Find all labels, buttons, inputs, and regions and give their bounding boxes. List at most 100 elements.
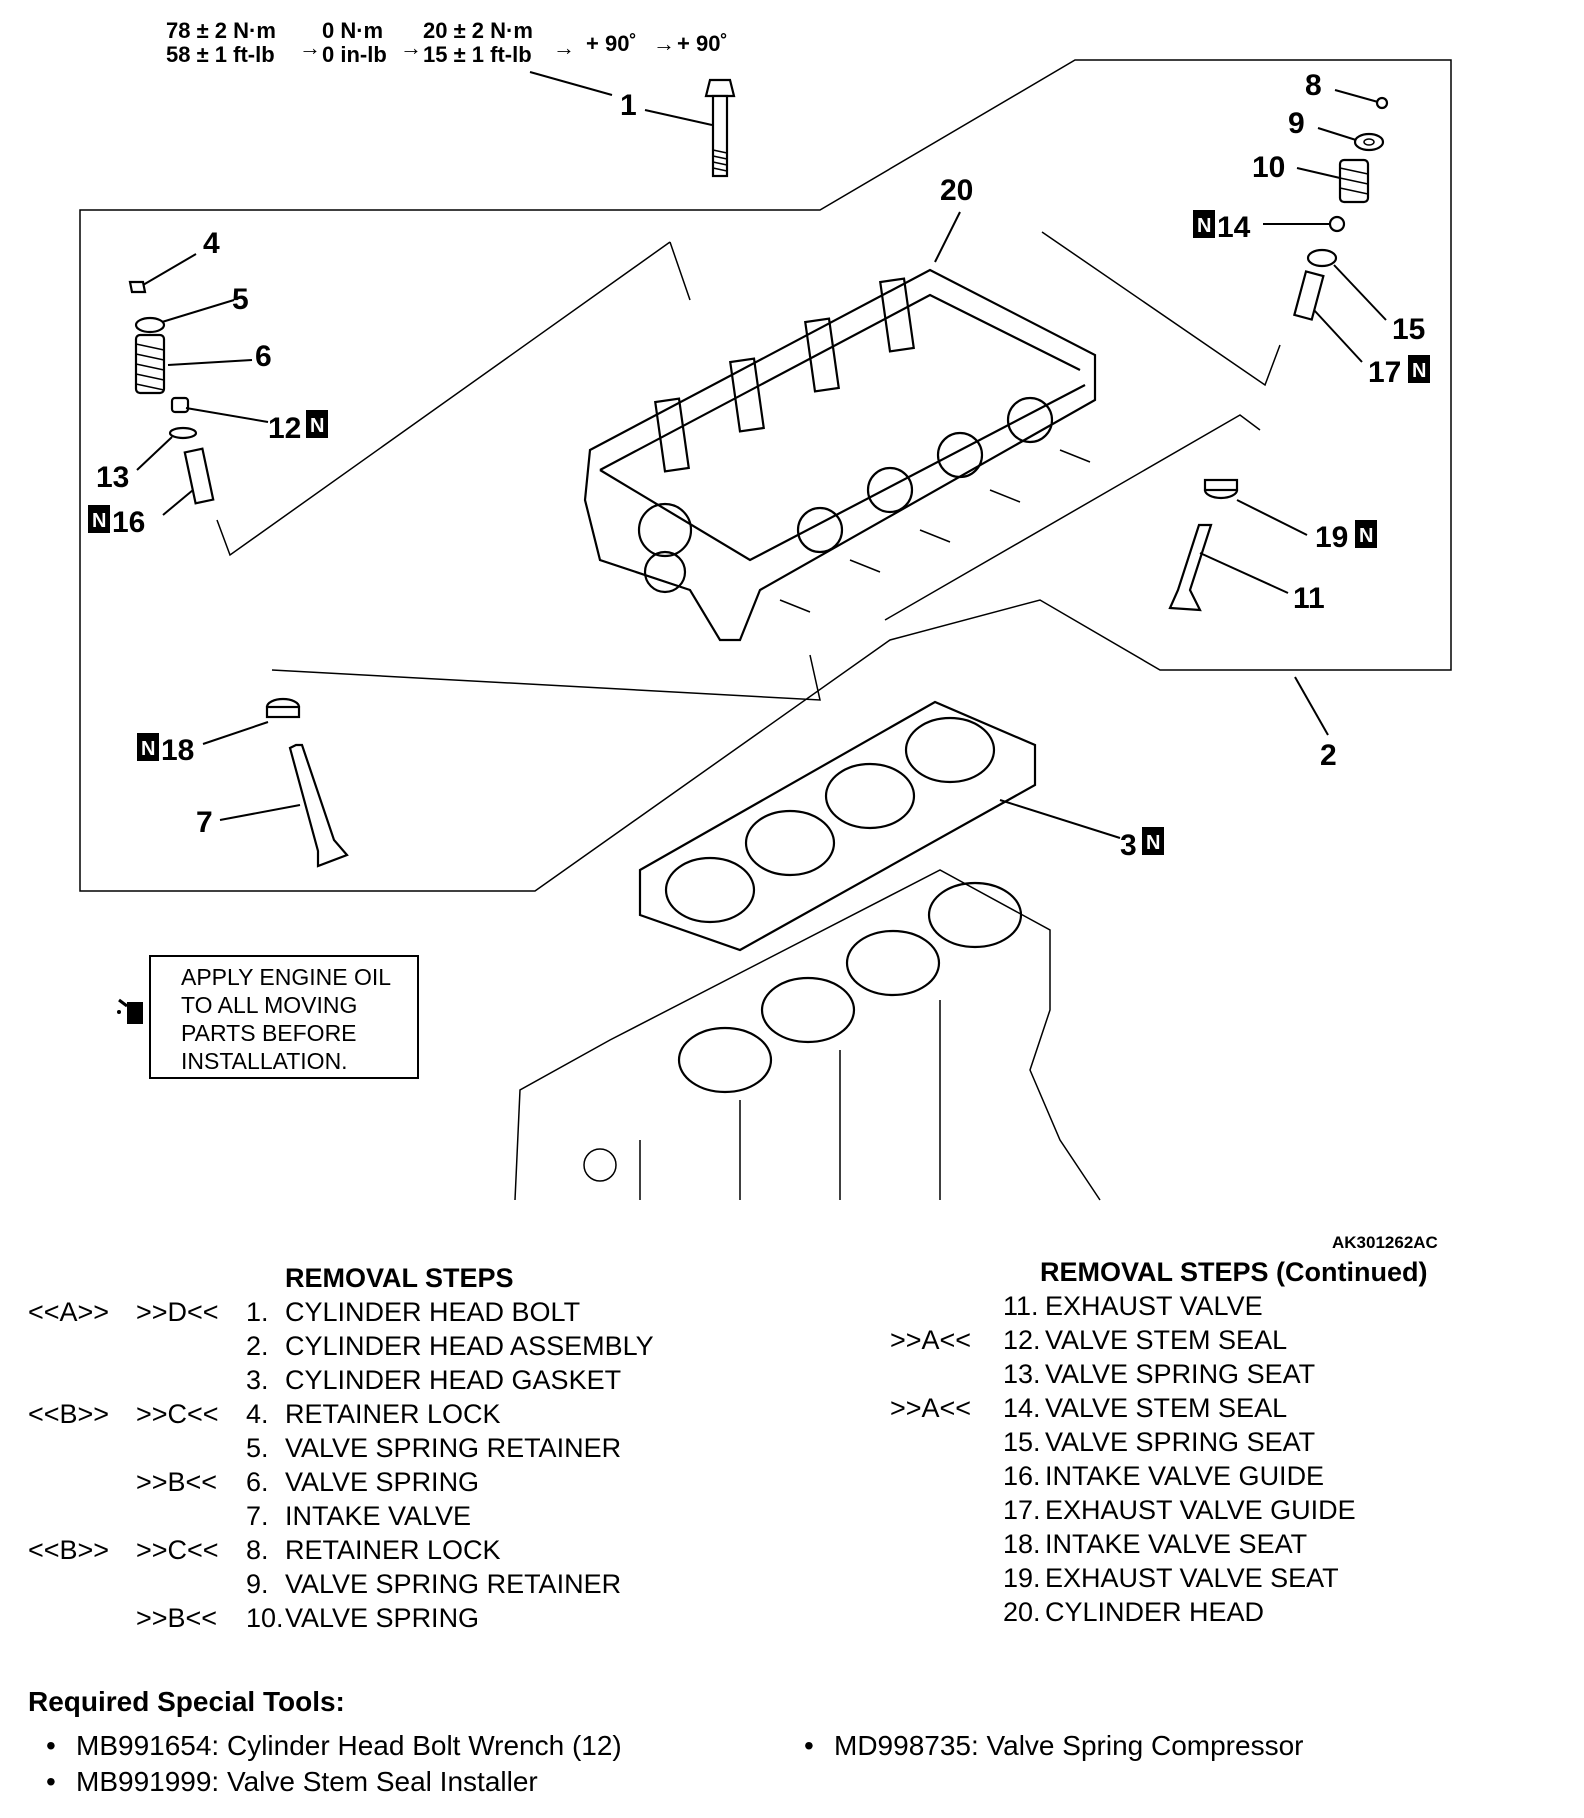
callout-10: 10 xyxy=(1252,151,1285,184)
installation-service-point: >>A<< xyxy=(890,1393,972,1423)
callout-6: 6 xyxy=(255,340,272,373)
step-number: 8. xyxy=(246,1535,269,1565)
note-line: TO ALL MOVING xyxy=(181,992,358,1018)
torque-step4: + 90˚ xyxy=(586,31,637,56)
step-name: CYLINDER HEAD ASSEMBLY xyxy=(285,1331,654,1361)
step-name: EXHAUST VALVE SEAT xyxy=(1045,1563,1339,1593)
group-frame-cylinder-head-assembly xyxy=(79,59,1452,892)
new-part-mark-text: N xyxy=(1412,360,1426,382)
special-tool-item: MD998735: Valve Spring Compressor xyxy=(804,1730,1304,1762)
special-tool-item: MB991654: Cylinder Head Bolt Wrench (12) xyxy=(46,1730,622,1762)
removal-step-row: 2.CYLINDER HEAD ASSEMBLY xyxy=(28,1331,654,1365)
torque-arrow: → xyxy=(299,35,321,60)
callout-14: 14 xyxy=(1217,211,1251,244)
step-number: 17. xyxy=(1003,1495,1041,1525)
new-part-mark xyxy=(1355,520,1377,548)
removal-step-row: 20.CYLINDER HEAD xyxy=(890,1597,1278,1631)
installation-service-point: >>A<< xyxy=(890,1325,972,1355)
step-name: VALVE STEM SEAL xyxy=(1045,1325,1288,1355)
step-number: 5. xyxy=(246,1433,269,1463)
installation-service-point: >>D<< xyxy=(136,1297,219,1327)
valve-spring-retainer-exhaust xyxy=(1353,132,1385,152)
removal-step-row: >>A<< 14.VALVE STEM SEAL xyxy=(890,1393,1287,1427)
figure-reference: AK301262AC xyxy=(1332,1233,1438,1252)
exploded-guide-line xyxy=(216,241,691,557)
valve-stem-seal-exhaust xyxy=(1328,215,1346,233)
callout-17: 17 xyxy=(1368,356,1401,389)
special-tools-title: Required Special Tools: xyxy=(28,1686,345,1717)
step-name: RETAINER LOCK xyxy=(285,1399,501,1429)
step-number: 1. xyxy=(246,1297,269,1327)
callout-12: 12 xyxy=(268,412,301,445)
torque-spec: 78 ± 2 N·m 58 ± 1 ft-lb → 0 N·m 0 in-lb … xyxy=(166,18,728,67)
removal-step-row: 5. VALVE SPRING RETAINER xyxy=(28,1433,621,1467)
step-number: 13. xyxy=(1003,1359,1041,1389)
oil-can-icon xyxy=(117,998,143,1024)
torque-step1-metric: 78 ± 2 N·m xyxy=(166,18,276,43)
installation-service-point: >>C<< xyxy=(136,1535,219,1565)
callout-11: 11 xyxy=(1293,582,1325,615)
valve-spring-retainer-intake xyxy=(134,316,166,334)
note-line: APPLY ENGINE OIL xyxy=(181,964,392,990)
step-number: 7. xyxy=(246,1501,269,1531)
removal-step-row: >>B<<10.VALVE SPRING xyxy=(28,1603,479,1637)
step-name: EXHAUST VALVE GUIDE xyxy=(1045,1495,1356,1525)
valve-spring-seat-intake xyxy=(168,426,198,440)
step-number: 16. xyxy=(1003,1461,1041,1491)
valve-stem-seal-intake xyxy=(170,396,190,414)
step-name: CYLINDER HEAD GASKET xyxy=(285,1365,622,1395)
exploded-guide-line xyxy=(1041,231,1281,387)
step-number: 6. xyxy=(246,1467,269,1497)
callout-7: 7 xyxy=(196,806,213,839)
removal-steps-title: REMOVAL STEPS xyxy=(285,1263,514,1293)
callout-4: 4 xyxy=(203,227,220,260)
callout-1: 1 xyxy=(620,89,637,122)
note-line: PARTS BEFORE xyxy=(181,1020,357,1046)
callout-16: 16 xyxy=(112,506,145,539)
step-number: 19. xyxy=(1003,1563,1041,1593)
step-number: 15. xyxy=(1003,1427,1041,1457)
step-number: 20. xyxy=(1003,1597,1041,1627)
callout-8: 8 xyxy=(1305,69,1322,102)
torque-step1-imperial: 58 ± 1 ft-lb xyxy=(166,42,275,67)
new-part-mark-text: N xyxy=(92,510,106,532)
callout-9: 9 xyxy=(1288,107,1305,140)
step-name: VALVE SPRING xyxy=(285,1603,480,1633)
valve-spring-exhaust xyxy=(1338,158,1370,204)
step-number: 4. xyxy=(246,1399,269,1429)
valve-spring-seat-exhaust xyxy=(1306,248,1338,268)
step-number: 11. xyxy=(1003,1291,1039,1321)
callout-19: 19 xyxy=(1315,521,1348,554)
leader-lines xyxy=(136,71,1387,839)
callout-15: 15 xyxy=(1392,313,1425,346)
installation-service-point: >>C<< xyxy=(136,1399,219,1429)
valve-spring-intake xyxy=(134,333,166,395)
torque-arrow: → xyxy=(653,31,675,56)
removal-step-row: 9.VALVE SPRING RETAINER xyxy=(28,1569,621,1603)
removal-step-row: 19.EXHAUST VALVE SEAT xyxy=(890,1563,1339,1597)
torque-arrow: → xyxy=(400,35,422,60)
removal-step-row: <<B>> >>C<< 4. RETAINER LOCK xyxy=(28,1399,501,1433)
cylinder-head-bolt xyxy=(704,78,736,178)
new-part-mark xyxy=(1193,210,1215,238)
step-name: VALVE STEM SEAL xyxy=(1045,1393,1288,1423)
removal-step-row: 17.EXHAUST VALVE GUIDE xyxy=(890,1495,1356,1529)
step-number: 3. xyxy=(246,1365,269,1395)
removal-step-row: 7.INTAKE VALVE xyxy=(28,1501,471,1535)
torque-step3-metric: 20 ± 2 N·m xyxy=(423,18,533,43)
installation-service-point: >>B<< xyxy=(136,1467,218,1497)
step-name: RETAINER LOCK xyxy=(285,1535,501,1565)
removal-step-row: 3. CYLINDER HEAD GASKET xyxy=(28,1365,621,1399)
new-part-mark xyxy=(137,733,159,761)
removal-steps: REMOVAL STEPS <<A>>>>D<<1.CYLINDER HEAD … xyxy=(28,1263,654,1637)
step-name: VALVE SPRING RETAINER xyxy=(285,1433,622,1463)
new-part-mark-text: N xyxy=(310,415,324,437)
step-number: 12. xyxy=(1003,1325,1041,1355)
removal-service-point: <<B>> xyxy=(28,1399,110,1429)
callout-labels: 1 2 3 N 4 5 6 7 8 9 10 11 12 N 13 N 14 1… xyxy=(88,69,1430,862)
installation-service-point: >>B<< xyxy=(136,1603,218,1633)
step-number: 14. xyxy=(1003,1393,1041,1423)
new-part-mark xyxy=(1408,355,1430,383)
removal-step-row: 16.INTAKE VALVE GUIDE xyxy=(890,1461,1324,1495)
